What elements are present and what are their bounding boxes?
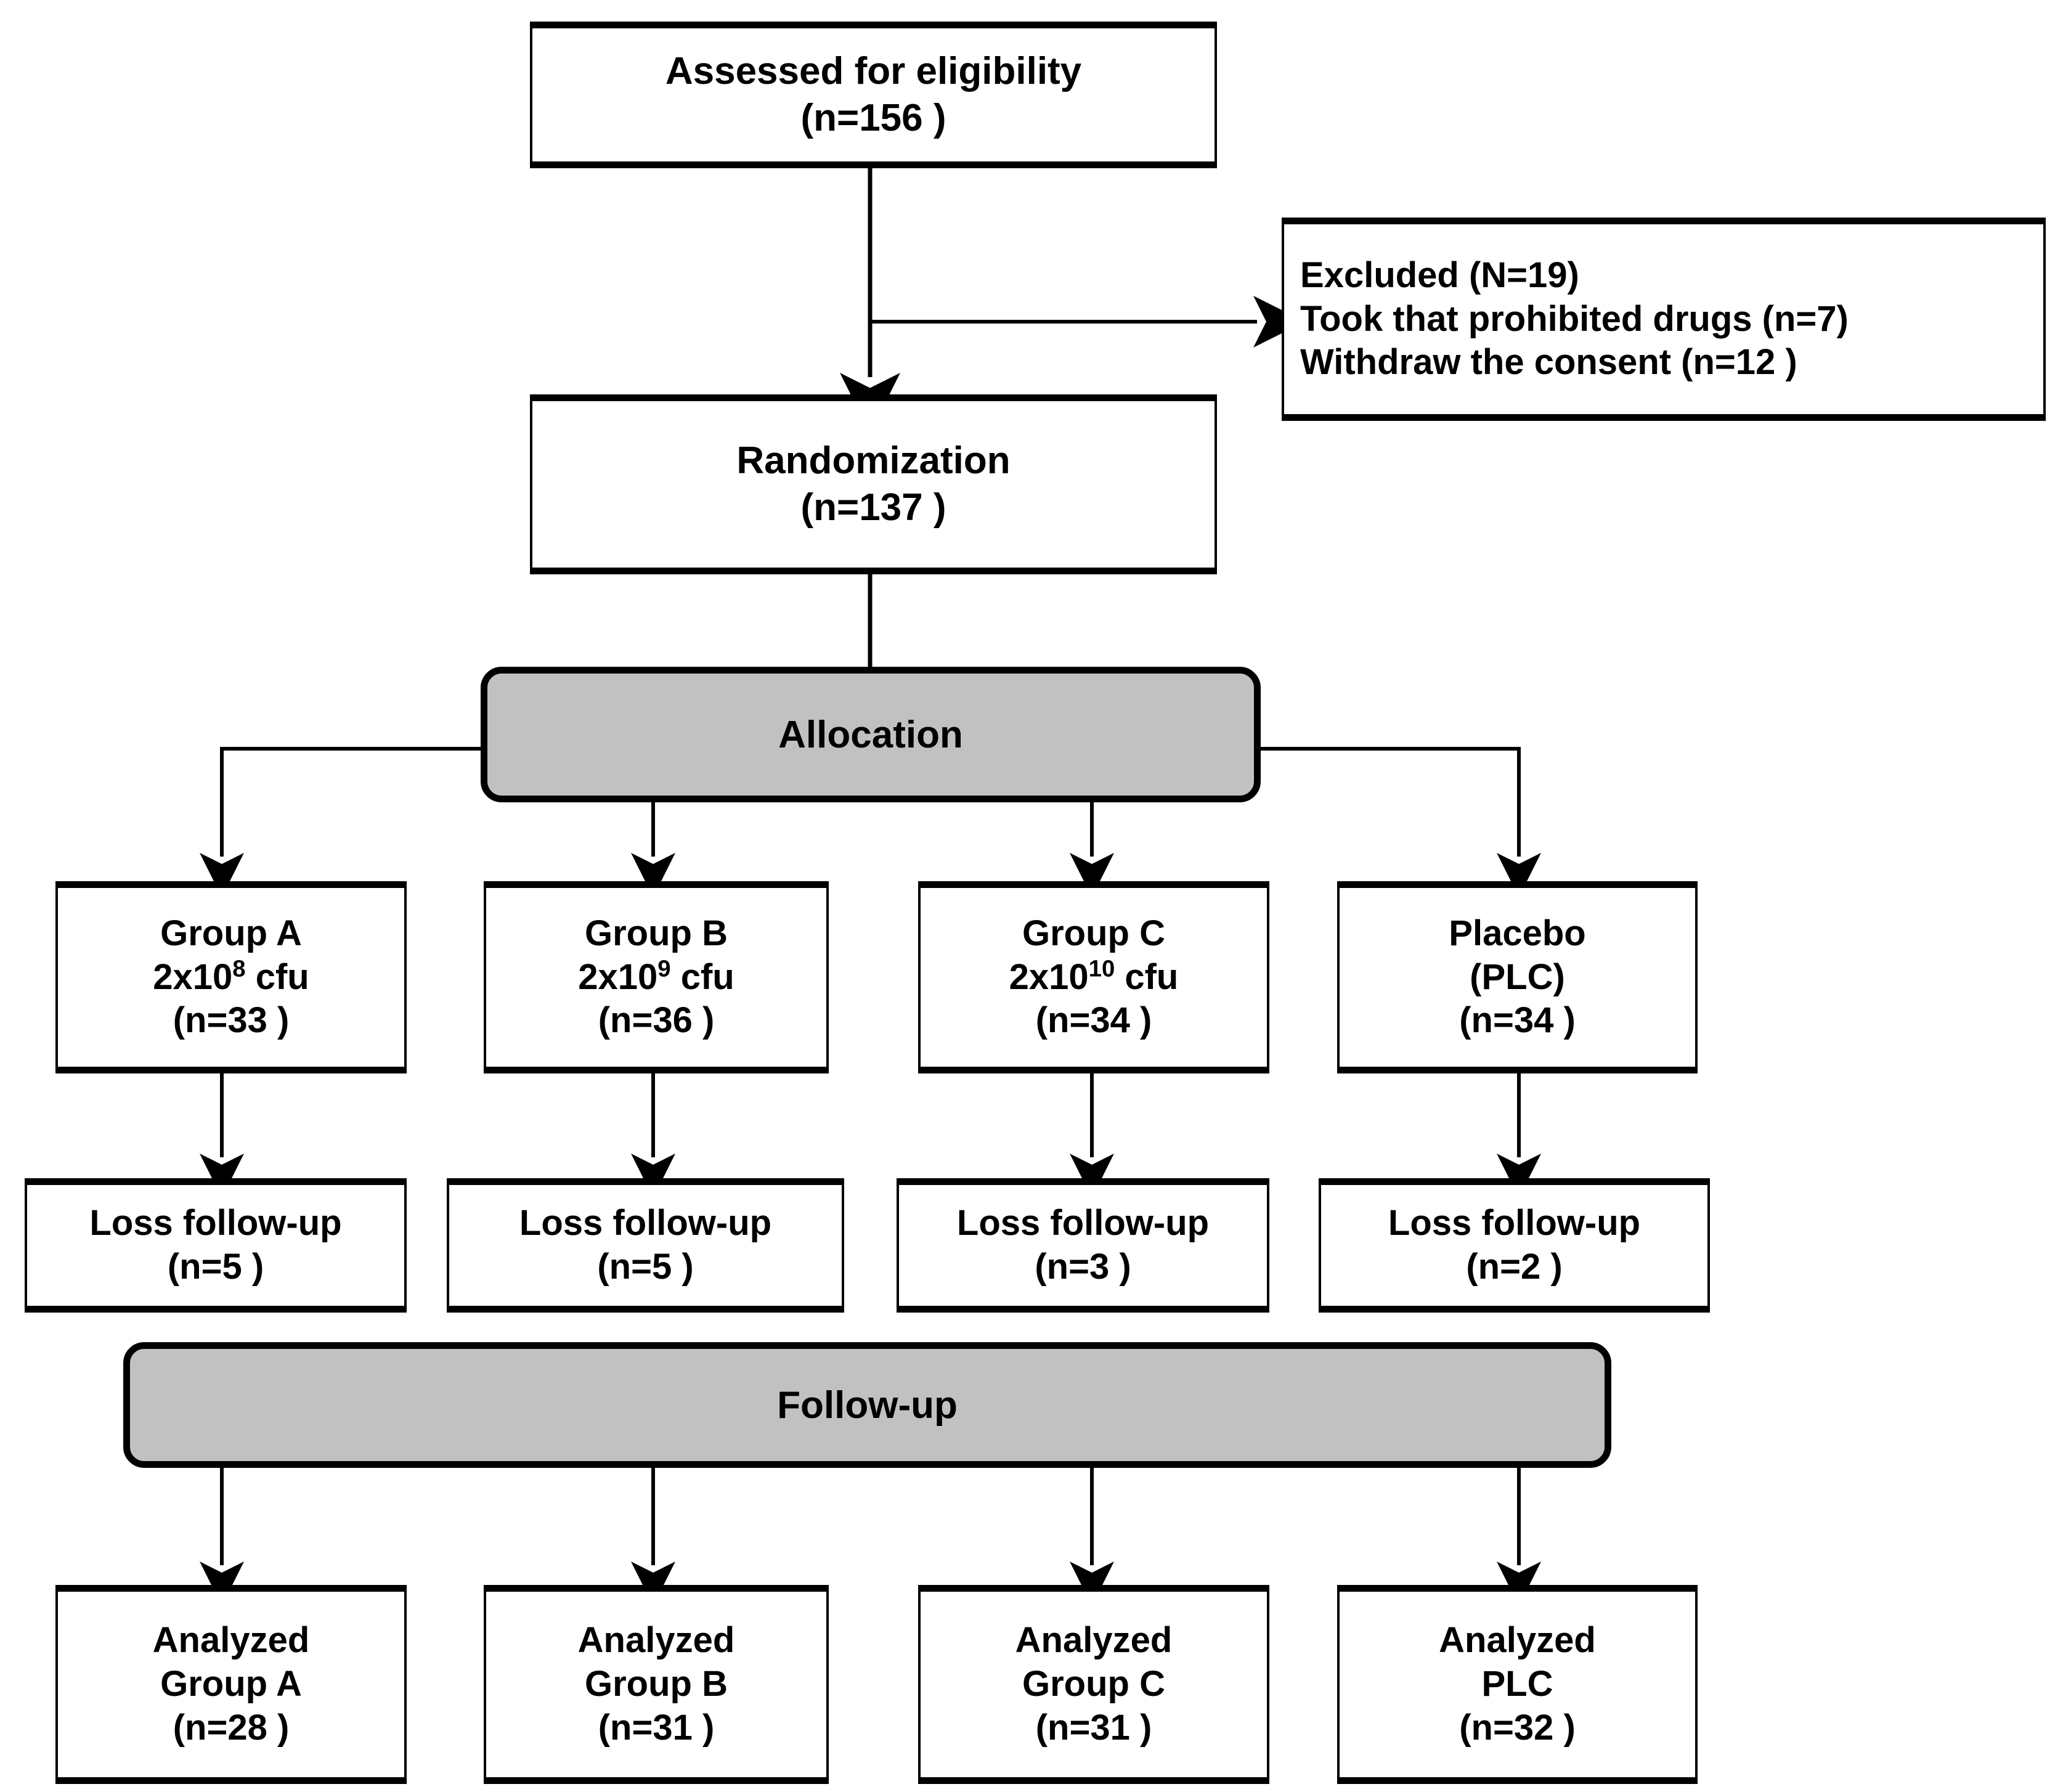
loss-label: Loss follow-up — [519, 1203, 772, 1244]
loss-count: (n=3 ) — [1035, 1247, 1131, 1287]
analyzed-arm: Group C — [1022, 1664, 1165, 1704]
assessed-label: Assessed for eligibility — [665, 50, 1082, 93]
followup-stage-bar: Follow-up — [123, 1342, 1611, 1468]
analyzed-arm: Group B — [585, 1664, 728, 1704]
loss-followup-group-b: Loss follow-up (n=5 ) — [447, 1178, 844, 1313]
arm-dose-exponent: 8 — [232, 955, 246, 982]
arm-dose-exponent: 10 — [1088, 955, 1115, 982]
arm-count: (n=34 ) — [1035, 1000, 1152, 1041]
arm-name: Group A — [160, 913, 302, 953]
analyzed-group-b: Analyzed Group B (n=31 ) — [484, 1585, 829, 1784]
arm-dose: 2x108 cfu — [153, 955, 309, 997]
loss-label: Loss follow-up — [1388, 1203, 1641, 1244]
arm-count: (n=36 ) — [598, 1000, 715, 1041]
randomization-box: Randomization (n=137 ) — [530, 394, 1217, 574]
analyzed-label: Analyzed — [152, 1620, 310, 1661]
loss-followup-group-c: Loss follow-up (n=3 ) — [897, 1178, 1269, 1313]
allocation-arm-placebo: Placebo (PLC) (n=34 ) — [1337, 881, 1698, 1073]
allocation-arm-group-b: Group B 2x109 cfu (n=36 ) — [484, 881, 829, 1073]
arm-name: Placebo — [1449, 913, 1586, 953]
loss-count: (n=5 ) — [597, 1247, 694, 1287]
analyzed-placebo: Analyzed PLC (n=32 ) — [1337, 1585, 1698, 1784]
analyzed-group-c: Analyzed Group C (n=31 ) — [918, 1585, 1269, 1784]
allocation-stage-bar: Allocation — [481, 667, 1261, 802]
loss-label: Loss follow-up — [956, 1203, 1210, 1244]
analyzed-arm: Group A — [160, 1664, 302, 1704]
analyzed-label: Analyzed — [1439, 1620, 1596, 1661]
loss-followup-placebo: Loss follow-up (n=2 ) — [1319, 1178, 1710, 1313]
arm-dose: 2x1010 cfu — [1009, 955, 1179, 997]
allocation-arm-group-c: Group C 2x1010 cfu (n=34 ) — [918, 881, 1269, 1073]
allocation-arm-group-a: Group A 2x108 cfu (n=33 ) — [55, 881, 407, 1073]
loss-followup-group-a: Loss follow-up (n=5 ) — [25, 1178, 407, 1313]
analyzed-group-a: Analyzed Group A (n=28 ) — [55, 1585, 407, 1784]
excluded-total: Excluded (N=19) — [1300, 255, 1579, 295]
analyzed-count: (n=28 ) — [173, 1707, 290, 1748]
arm-name: Group C — [1022, 913, 1165, 953]
analyzed-label: Analyzed — [577, 1620, 735, 1661]
arm-dose-exponent: 9 — [657, 955, 671, 982]
arm-name: Group B — [585, 913, 728, 953]
loss-label: Loss follow-up — [89, 1203, 342, 1244]
loss-count: (n=5 ) — [167, 1247, 264, 1287]
analyzed-count: (n=31 ) — [598, 1707, 715, 1748]
analyzed-count: (n=31 ) — [1035, 1707, 1152, 1748]
excluded-box: Excluded (N=19) Took that prohibited dru… — [1282, 218, 2046, 421]
analyzed-count: (n=32 ) — [1459, 1707, 1576, 1748]
randomization-count: (n=137 ) — [800, 486, 946, 529]
randomization-label: Randomization — [736, 439, 1011, 483]
excluded-reason-withdrew-consent: Withdraw the consent (n=12 ) — [1300, 342, 1797, 383]
excluded-reason-prohibited-drugs: Took that prohibited drugs (n=7) — [1300, 298, 1849, 339]
arm-count: (n=34 ) — [1459, 1000, 1576, 1041]
followup-label: Follow-up — [777, 1383, 958, 1427]
analyzed-label: Analyzed — [1015, 1620, 1173, 1661]
assessed-for-eligibility-box: Assessed for eligibility (n=156 ) — [530, 22, 1217, 168]
arm-dose: (PLC) — [1470, 956, 1565, 997]
arm-dose: 2x109 cfu — [578, 955, 734, 997]
analyzed-arm: PLC — [1481, 1664, 1553, 1704]
allocation-label: Allocation — [778, 713, 963, 756]
loss-count: (n=2 ) — [1466, 1247, 1563, 1287]
arm-count: (n=33 ) — [173, 1000, 290, 1041]
assessed-count: (n=156 ) — [800, 97, 946, 139]
